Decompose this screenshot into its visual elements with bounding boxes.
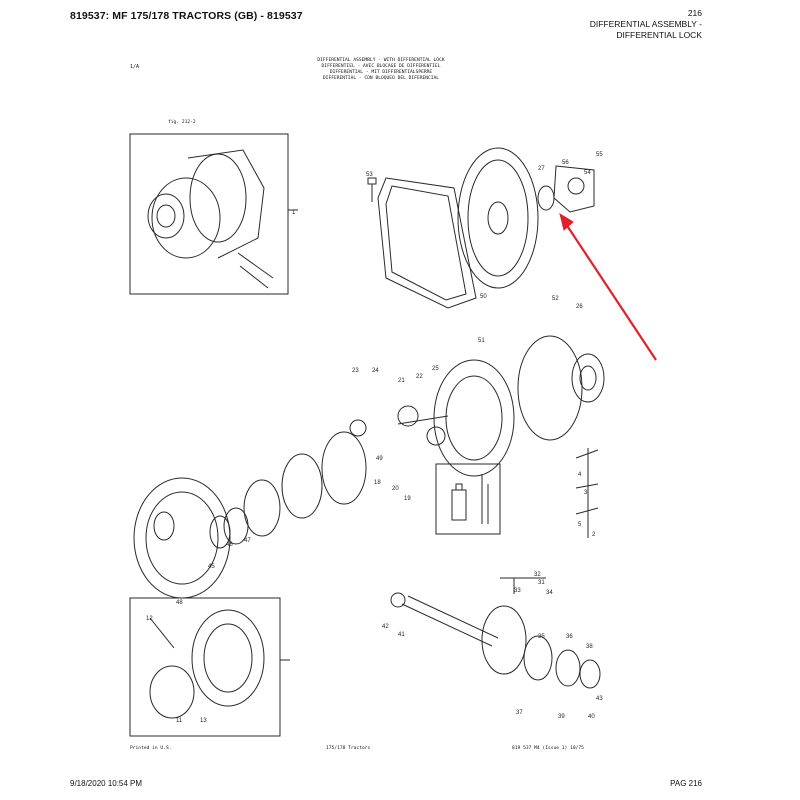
title-line: DIFFERENTIAL - MIT DIFFERENTIALSPERRE xyxy=(329,70,433,75)
parts-diagram-sheet: 1 2 3 4 5 11 12 13 18 19 20 21 22 23 24 … xyxy=(68,38,700,778)
part-label: 34 xyxy=(546,590,553,596)
cover-plate-part xyxy=(457,147,539,289)
red-arrow-icon xyxy=(559,212,657,361)
part-label: 47 xyxy=(244,538,251,544)
part-label: 27 xyxy=(538,166,545,172)
title-line: DIFFERENTIEL - AVEC BLOCAGE DE DIFFERENT… xyxy=(321,64,441,69)
part-label: 18 xyxy=(374,480,381,486)
part-label: 37 xyxy=(516,710,523,716)
part-label: 53 xyxy=(366,172,373,178)
page-number: 216 xyxy=(687,8,702,18)
part-label: 49 xyxy=(376,456,383,462)
model-note: 175/178 Tractors xyxy=(326,746,371,751)
illustration-icon: 1 2 3 4 5 11 12 13 18 19 20 21 22 23 24 … xyxy=(129,133,657,737)
sheet-ref: 1/A xyxy=(130,64,140,70)
section-title-line-2: DIFFERENTIAL LOCK xyxy=(616,30,702,40)
part-label: 5 xyxy=(578,522,582,528)
title-line: DIFFERENTIAL ASSEMBLY - WITH DIFFERENTIA… xyxy=(317,58,445,63)
part-label: 13 xyxy=(200,718,207,724)
page-label: PAG 216 xyxy=(670,779,702,788)
inset-box-housing xyxy=(129,597,281,737)
part-label: 35 xyxy=(538,634,545,640)
part-label: 42 xyxy=(382,624,389,630)
part-label: 52 xyxy=(552,296,559,302)
document-title: 819537: MF 175/178 TRACTORS (GB) - 81953… xyxy=(70,10,303,22)
multilingual-title: DIFFERENTIAL ASSEMBLY - WITH DIFFERENTIA… xyxy=(276,58,486,82)
part-label: 22 xyxy=(416,374,423,380)
section-title-line-1: DIFFERENTIAL ASSEMBLY - xyxy=(589,19,702,29)
pinion-shaft-part xyxy=(407,595,499,639)
part-label: 39 xyxy=(558,714,565,720)
part-label: 54 xyxy=(584,170,591,176)
gasket-part xyxy=(377,177,477,309)
section-header: 216 DIFFERENTIAL ASSEMBLY - DIFFERENTIAL… xyxy=(590,8,702,41)
part-label: 20 xyxy=(392,486,399,492)
part-label: 33 xyxy=(514,588,521,594)
part-number-labels: 1 2 3 4 5 11 12 13 18 19 20 21 22 23 24 … xyxy=(146,152,603,724)
part-label: 31 xyxy=(538,580,545,586)
part-label: 41 xyxy=(398,632,405,638)
part-label: 4 xyxy=(578,472,582,478)
part-label: 56 xyxy=(562,160,569,166)
part-label: 26 xyxy=(576,304,583,310)
lock-plate-part xyxy=(553,165,595,213)
timestamp: 9/18/2020 10:54 PM xyxy=(70,779,143,788)
part-label: 3 xyxy=(584,490,588,496)
part-label: 38 xyxy=(586,644,593,650)
part-label: 45 xyxy=(208,564,215,570)
part-label: 19 xyxy=(404,496,411,502)
issue-note: 819 537 M4 (Issue 1) 10/75 xyxy=(512,746,584,751)
large-cover-part xyxy=(133,477,231,599)
title-line: DIFFERENTIAL - CON BLOQUEO DEL DIFERENCI… xyxy=(322,76,440,81)
figure-ref: fig. 212-2 xyxy=(168,120,196,125)
part-label: 23 xyxy=(352,368,359,374)
part-label: 40 xyxy=(588,714,595,720)
part-label: 51 xyxy=(478,338,485,344)
part-label: 1 xyxy=(292,210,296,216)
part-label: 43 xyxy=(596,696,603,702)
part-label: 21 xyxy=(398,378,405,384)
print-note: Printed in U.S. xyxy=(130,746,172,751)
part-label: 50 xyxy=(480,294,487,300)
part-label: 11 xyxy=(176,718,183,724)
part-label: 2 xyxy=(592,532,596,538)
part-label: 36 xyxy=(566,634,573,640)
part-label: 25 xyxy=(432,366,439,372)
part-label: 32 xyxy=(534,572,541,578)
part-label: 24 xyxy=(372,368,379,374)
inset-box-assembly xyxy=(129,133,289,295)
part-label: 55 xyxy=(596,152,603,158)
part-label: 46 xyxy=(226,542,233,548)
part-label: 48 xyxy=(176,600,183,606)
part-label: 12 xyxy=(146,616,153,622)
inset-box-sealant xyxy=(435,463,501,535)
